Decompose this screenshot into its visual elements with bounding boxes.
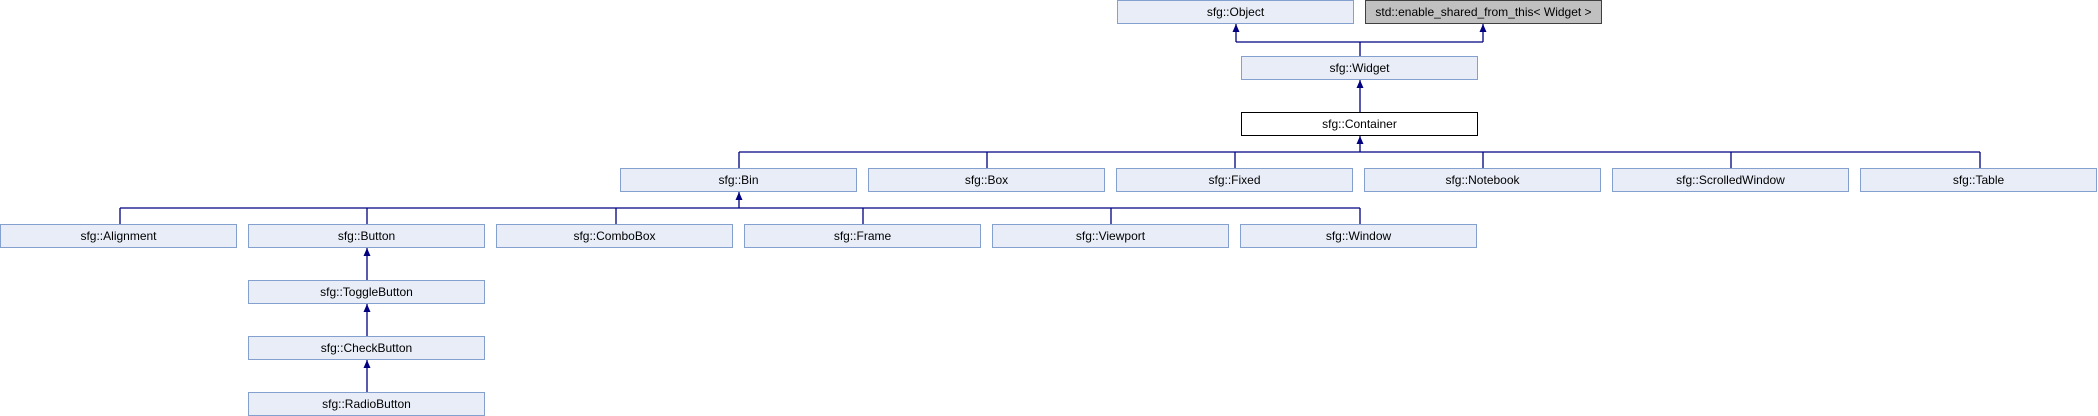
node-sfg-table[interactable]: sfg::Table — [1860, 168, 2097, 192]
node-sfg-window[interactable]: sfg::Window — [1240, 224, 1477, 248]
node-sfg-togglebutton[interactable]: sfg::ToggleButton — [248, 280, 485, 304]
arrowhead-widget — [1356, 80, 1364, 88]
node-sfg-radiobutton[interactable]: sfg::RadioButton — [248, 392, 485, 416]
arrowhead-checkbutton — [363, 360, 371, 368]
node-sfg-object[interactable]: sfg::Object — [1117, 0, 1354, 24]
node-sfg-frame[interactable]: sfg::Frame — [744, 224, 981, 248]
node-sfg-combobox[interactable]: sfg::ComboBox — [496, 224, 733, 248]
node-sfg-container: sfg::Container — [1241, 112, 1478, 136]
node-sfg-widget[interactable]: sfg::Widget — [1241, 56, 1478, 80]
node-sfg-fixed[interactable]: sfg::Fixed — [1116, 168, 1353, 192]
arrowhead-container — [1356, 136, 1364, 144]
node-sfg-box[interactable]: sfg::Box — [868, 168, 1105, 192]
node-sfg-button[interactable]: sfg::Button — [248, 224, 485, 248]
node-sfg-alignment[interactable]: sfg::Alignment — [0, 224, 237, 248]
arrowhead-togglebutton — [363, 304, 371, 312]
node-enable-shared-from-this: std::enable_shared_from_this< Widget > — [1365, 0, 1602, 24]
arrowhead-enable-shared — [1479, 24, 1487, 32]
node-sfg-scrolledwindow[interactable]: sfg::ScrolledWindow — [1612, 168, 1849, 192]
node-sfg-notebook[interactable]: sfg::Notebook — [1364, 168, 1601, 192]
node-sfg-viewport[interactable]: sfg::Viewport — [992, 224, 1229, 248]
node-sfg-checkbutton[interactable]: sfg::CheckButton — [248, 336, 485, 360]
node-sfg-bin[interactable]: sfg::Bin — [620, 168, 857, 192]
arrowhead-bin — [735, 192, 743, 200]
arrowhead-object — [1232, 24, 1240, 32]
arrowhead-button — [363, 248, 371, 256]
